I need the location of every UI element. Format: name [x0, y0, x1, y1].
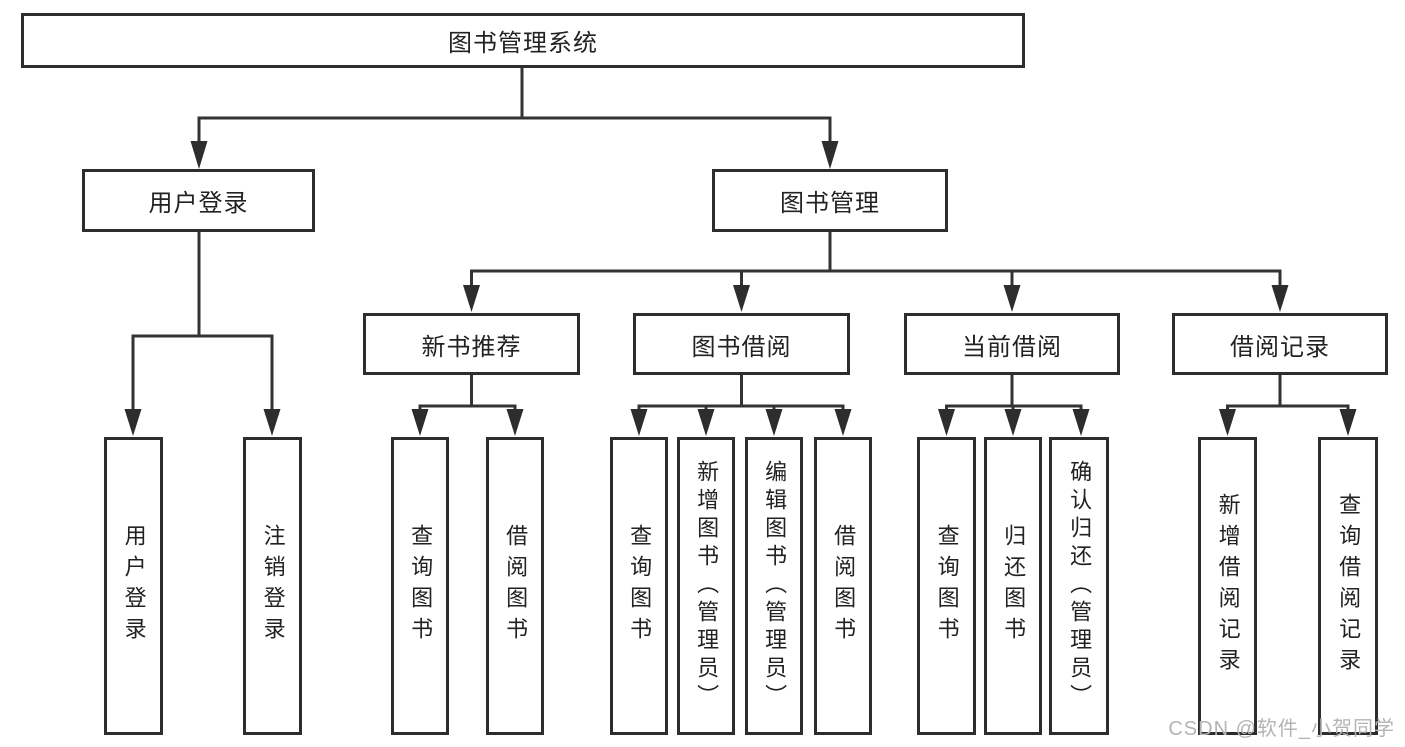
leaf-query-book-newbook: 查询图书 — [391, 437, 449, 735]
leaf-query-book-borrowing-label: 查询图书 — [627, 524, 653, 648]
leaf-add-borrow-record-label: 新增借阅记录 — [1215, 493, 1241, 679]
node-new-book-recommend: 新书推荐 — [363, 313, 580, 375]
leaf-logout: 注销登录 — [243, 437, 302, 735]
node-borrowing-records-label: 借阅记录 — [1230, 333, 1330, 361]
leaf-query-borrow-record-label: 查询借阅记录 — [1336, 493, 1362, 679]
node-book-management-branch-label: 图书管理 — [780, 190, 880, 217]
node-user-login-branch: 用户登录 — [82, 169, 315, 232]
node-borrowing-records: 借阅记录 — [1172, 313, 1388, 375]
leaf-user-login: 用户登录 — [104, 437, 163, 735]
node-library-system-label: 图书管理系统 — [448, 30, 598, 57]
node-current-borrowing: 当前借阅 — [904, 313, 1120, 375]
leaf-borrow-book-newbook-label: 借阅图书 — [503, 524, 529, 648]
node-new-book-recommend-label: 新书推荐 — [421, 333, 522, 361]
leaf-query-book-newbook-label: 查询图书 — [408, 524, 434, 648]
arrowheads — [124, 141, 1357, 436]
leaf-add-book-admin-label: 新增图书（管理员） — [694, 460, 720, 712]
leaf-confirm-return-admin: 确认归还（管理员） — [1049, 437, 1109, 735]
leaf-add-book-admin: 新增图书（管理员） — [677, 437, 735, 735]
leaf-edit-book-admin-label: 编辑图书（管理员） — [762, 460, 788, 712]
leaf-logout-label: 注销登录 — [260, 524, 286, 648]
node-current-borrowing-label: 当前借阅 — [962, 333, 1062, 361]
node-book-management-branch: 图书管理 — [712, 169, 948, 232]
csdn-watermark: CSDN @软件_小贺同学 — [1168, 718, 1395, 740]
leaf-return-book-label: 归还图书 — [1001, 524, 1027, 648]
node-library-system: 图书管理系统 — [21, 13, 1025, 68]
leaf-query-book-current-label: 查询图书 — [934, 524, 960, 648]
leaf-return-book: 归还图书 — [984, 437, 1042, 735]
leaf-query-book-borrowing: 查询图书 — [610, 437, 668, 735]
leaf-edit-book-admin: 编辑图书（管理员） — [745, 437, 803, 735]
leaf-query-book-current: 查询图书 — [917, 437, 976, 735]
node-user-login-branch-label: 用户登录 — [148, 190, 249, 217]
leaf-user-login-label: 用户登录 — [121, 524, 147, 648]
node-book-borrowing-label: 图书借阅 — [691, 333, 792, 361]
leaf-borrow-book: 借阅图书 — [814, 437, 872, 735]
leaf-borrow-book-newbook: 借阅图书 — [486, 437, 544, 735]
leaf-add-borrow-record: 新增借阅记录 — [1198, 437, 1257, 735]
leaf-borrow-book-label: 借阅图书 — [831, 524, 857, 648]
node-book-borrowing: 图书借阅 — [633, 313, 850, 375]
leaf-confirm-return-admin-label: 确认归还（管理员） — [1067, 460, 1093, 712]
leaf-query-borrow-record: 查询借阅记录 — [1318, 437, 1378, 735]
